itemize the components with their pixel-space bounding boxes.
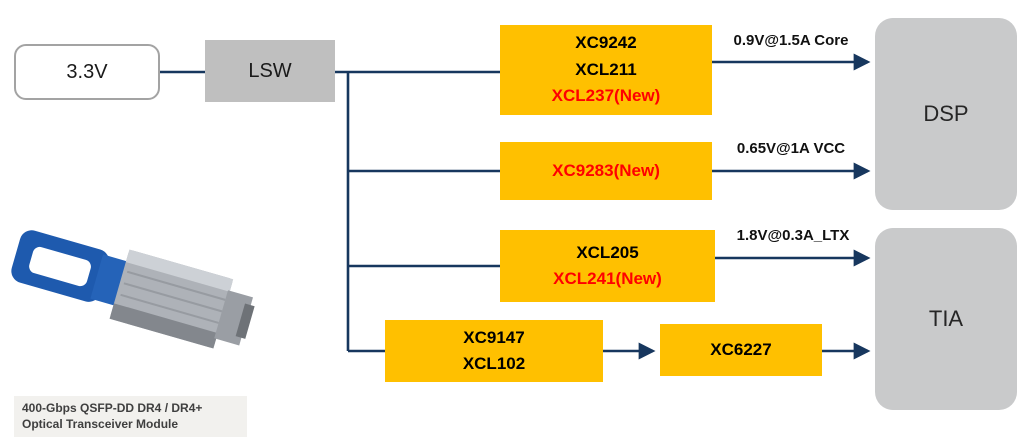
regulator-box-2: XC9283(New) — [500, 142, 712, 200]
regulator-box-3: XCL205 XCL241(New) — [500, 230, 715, 302]
rail-label-ltx: 1.8V@0.3A_LTX — [736, 227, 850, 244]
load-switch-node: LSW — [205, 40, 335, 102]
regulator-box-5: XC6227 — [660, 324, 822, 376]
part-number: XC9242 — [575, 33, 637, 53]
part-number: XCL205 — [576, 242, 639, 262]
dsp-node: DSP — [875, 18, 1017, 210]
part-number: XC9147 — [463, 327, 525, 347]
module-caption-line1: 400-Gbps QSFP-DD DR4 / DR4+ — [22, 401, 203, 415]
regulator-box-4: XC9147 XCL102 — [385, 320, 603, 382]
module-caption: 400-Gbps QSFP-DD DR4 / DR4+ Optical Tran… — [14, 396, 247, 438]
dsp-label: DSP — [923, 101, 969, 126]
load-switch-label: LSW — [248, 59, 292, 82]
part-number: XCL102 — [462, 354, 526, 373]
rail-label-core: 0.9V@1.5A Core — [733, 32, 849, 49]
part-number-new: XC9283(New) — [552, 160, 660, 180]
tia-label: TIA — [928, 306, 964, 331]
module-caption-line2: Optical Transceiver Module — [22, 416, 179, 431]
module-photo — [11, 230, 255, 349]
part-number: XC6227 — [710, 339, 772, 359]
rail-label-vcc: 0.65V@1A VCC — [736, 140, 846, 157]
part-number-new: XCL237(New) — [551, 86, 661, 106]
tia-node: TIA — [875, 228, 1017, 410]
part-number-new: XCL241(New) — [553, 269, 662, 288]
input-voltage-label: 3.3V — [66, 60, 108, 83]
regulator-box-1: XC9242 XCL211 XCL237(New) — [500, 25, 712, 115]
module-connector-end — [214, 290, 253, 346]
part-number: XCL211 — [575, 59, 637, 79]
input-voltage-node: 3.3V — [14, 44, 160, 100]
